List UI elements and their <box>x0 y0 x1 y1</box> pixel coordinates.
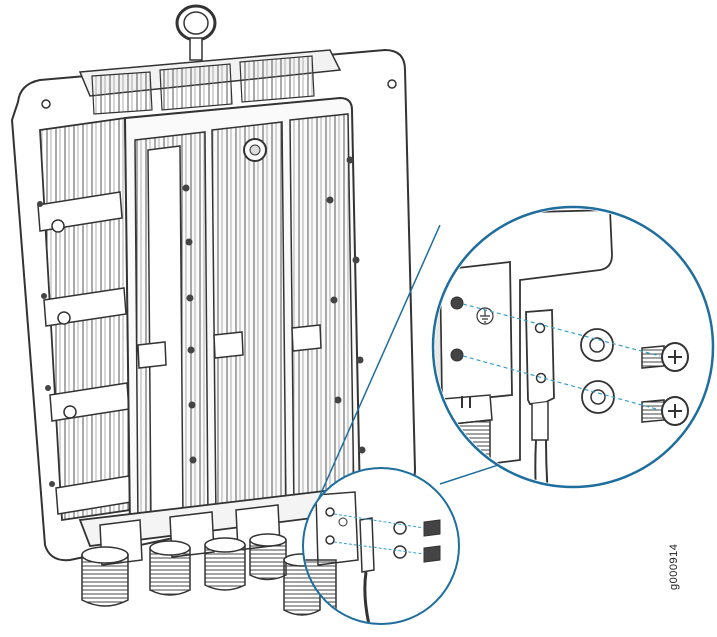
small-callout-circle <box>302 467 460 625</box>
ground-symbol-icon <box>476 307 494 325</box>
washer-icon <box>580 328 614 362</box>
phillips-screw-icon <box>641 396 689 426</box>
alignment-line <box>462 303 661 357</box>
large-callout-circle <box>431 205 715 489</box>
phillips-screw-icon <box>641 342 689 372</box>
outdoor-access-point-icon <box>10 4 417 616</box>
figure-id-label: g000914 <box>668 543 680 590</box>
grounding-lug-icon <box>525 309 555 485</box>
alignment-line <box>462 355 661 411</box>
washer-icon <box>581 380 615 414</box>
callout-connector <box>317 224 441 501</box>
lifting-ring-icon <box>175 4 217 61</box>
